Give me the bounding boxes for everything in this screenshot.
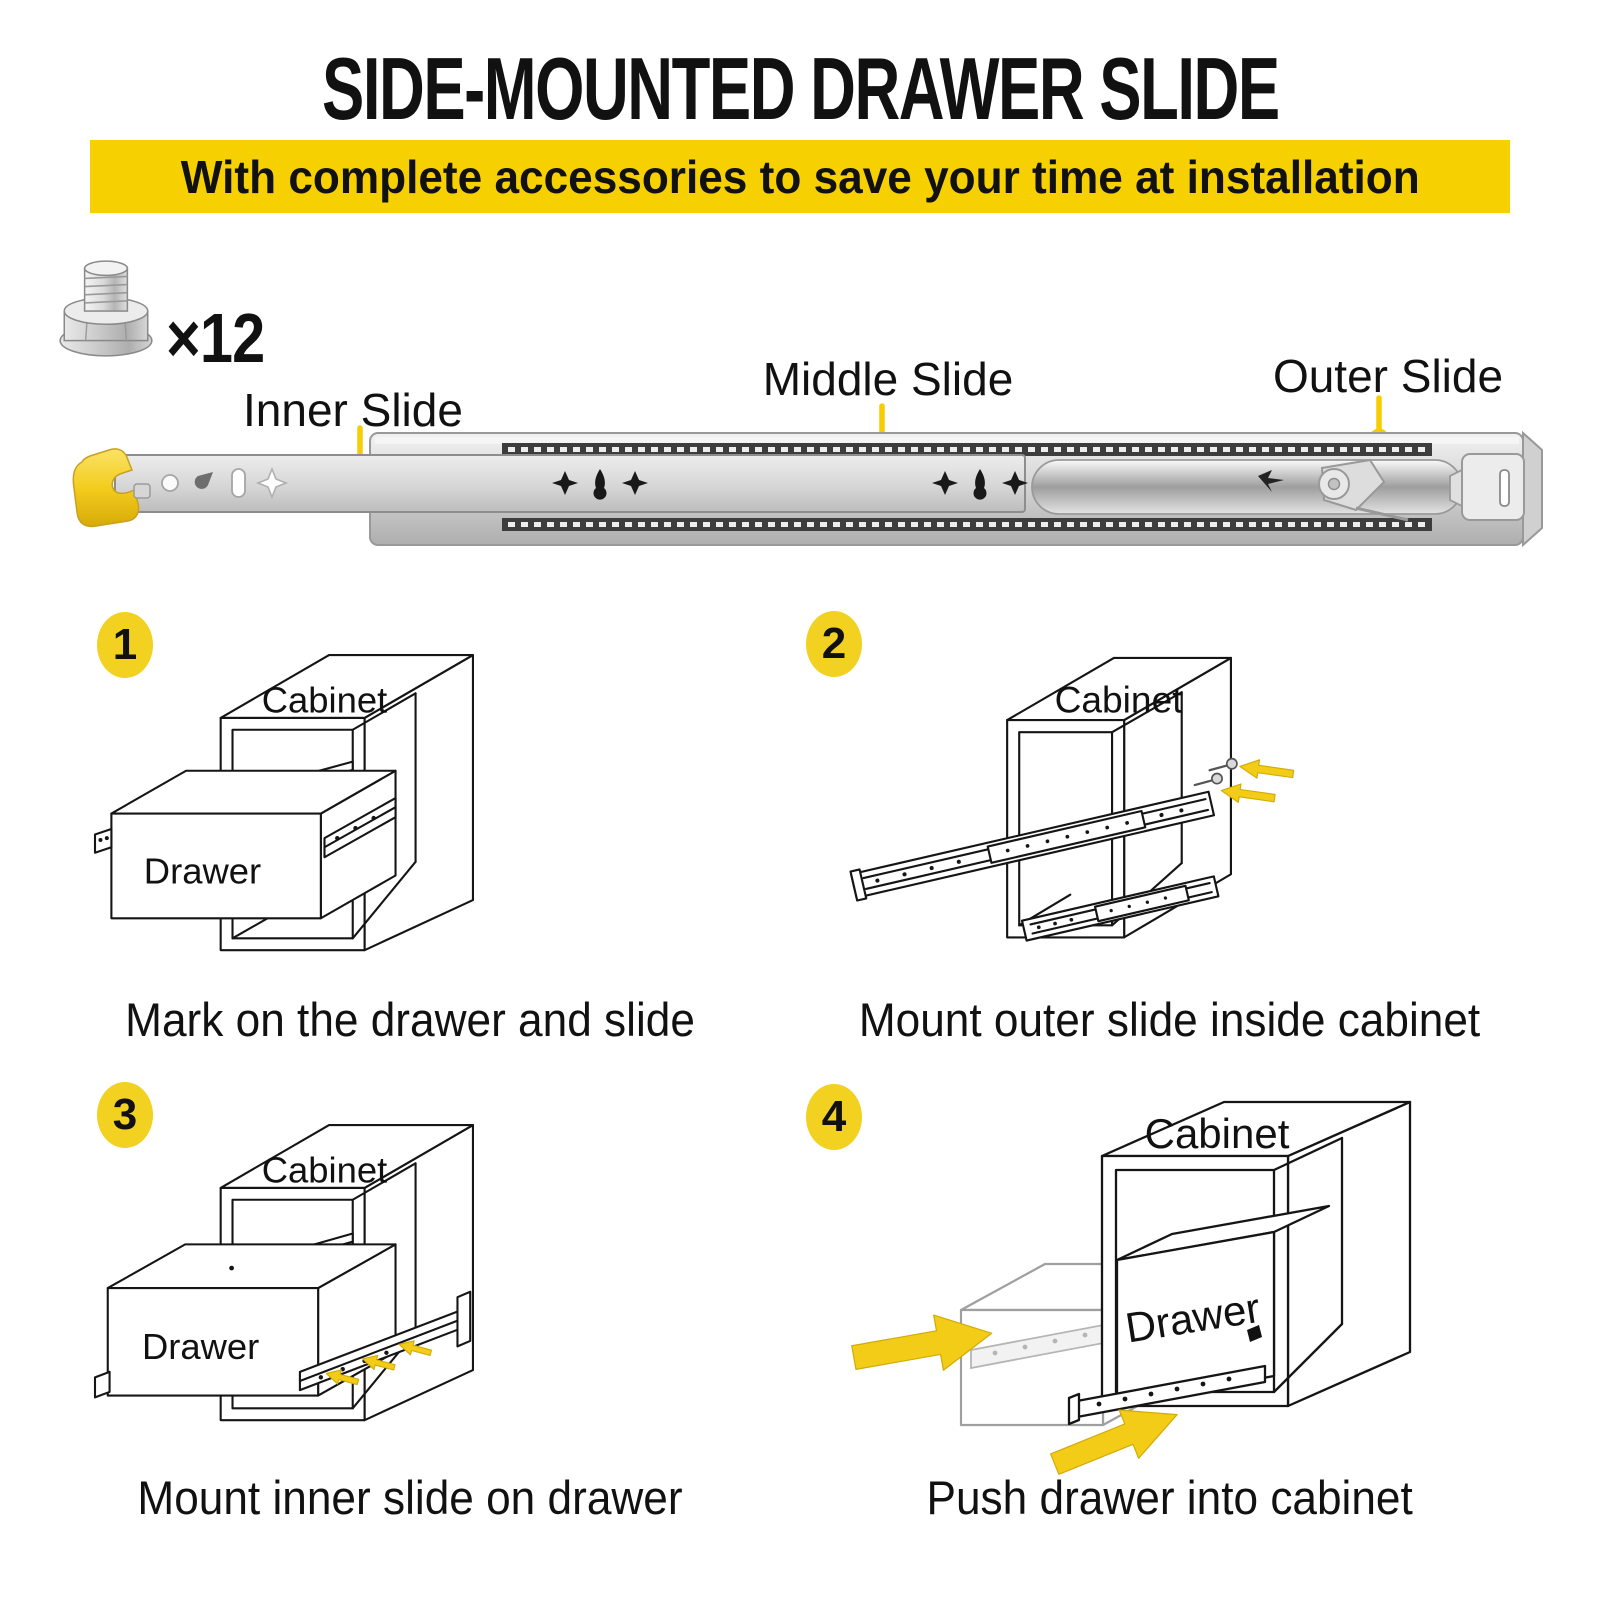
drawer-slide-product-image <box>72 430 1543 548</box>
step-3-badge: 3 <box>97 1082 153 1148</box>
label-outer-slide: Outer Slide <box>1272 350 1504 402</box>
subtitle-banner: With complete accessories to save your t… <box>90 140 1510 213</box>
step-1-number: 1 <box>112 620 138 669</box>
label-inner-slide: Inner Slide <box>243 384 463 436</box>
step-1-caption: Mark on the drawer and slide <box>125 993 695 1046</box>
step-4-illustration: Cabinet Drawer <box>851 1100 1412 1475</box>
step-2-illustration: Cabinet <box>849 656 1295 942</box>
step-3-caption: Mount inner slide on drawer <box>137 1471 683 1524</box>
step-1-drawer-label: Drawer <box>144 851 261 892</box>
step-4-number: 4 <box>821 1092 847 1141</box>
step-4-cabinet-label: Cabinet <box>1145 1110 1290 1157</box>
step-3-illustration: Cabinet Drawer <box>93 1124 474 1422</box>
step-2-caption: Mount outer slide inside cabinet <box>859 993 1481 1046</box>
screw-count: ×12 <box>166 299 265 377</box>
step-4-badge: 4 <box>806 1084 862 1150</box>
step-3-cabinet-label: Cabinet <box>262 1149 387 1190</box>
step-2-badge: 2 <box>806 611 862 677</box>
subtitle-banner-text: With complete accessories to save your t… <box>180 150 1420 203</box>
step-2-number: 2 <box>821 619 847 668</box>
page-title-text: SIDE-MOUNTED DRAWER SLIDE <box>321 39 1280 138</box>
step-1-badge: 1 <box>97 612 153 678</box>
page-title: SIDE-MOUNTED DRAWER SLIDE <box>0 38 1600 140</box>
hex-bolt-icon <box>59 260 153 357</box>
step-3-drawer-label: Drawer <box>142 1326 259 1367</box>
step-4-caption: Push drawer into cabinet <box>926 1471 1414 1524</box>
step-2-cabinet-label: Cabinet <box>1055 679 1184 721</box>
label-middle-slide: Middle Slide <box>762 353 1014 405</box>
step-1-illustration: Cabinet Drawer <box>93 654 474 952</box>
step-3-number: 3 <box>112 1090 138 1139</box>
step-1-cabinet-label: Cabinet <box>262 679 387 720</box>
